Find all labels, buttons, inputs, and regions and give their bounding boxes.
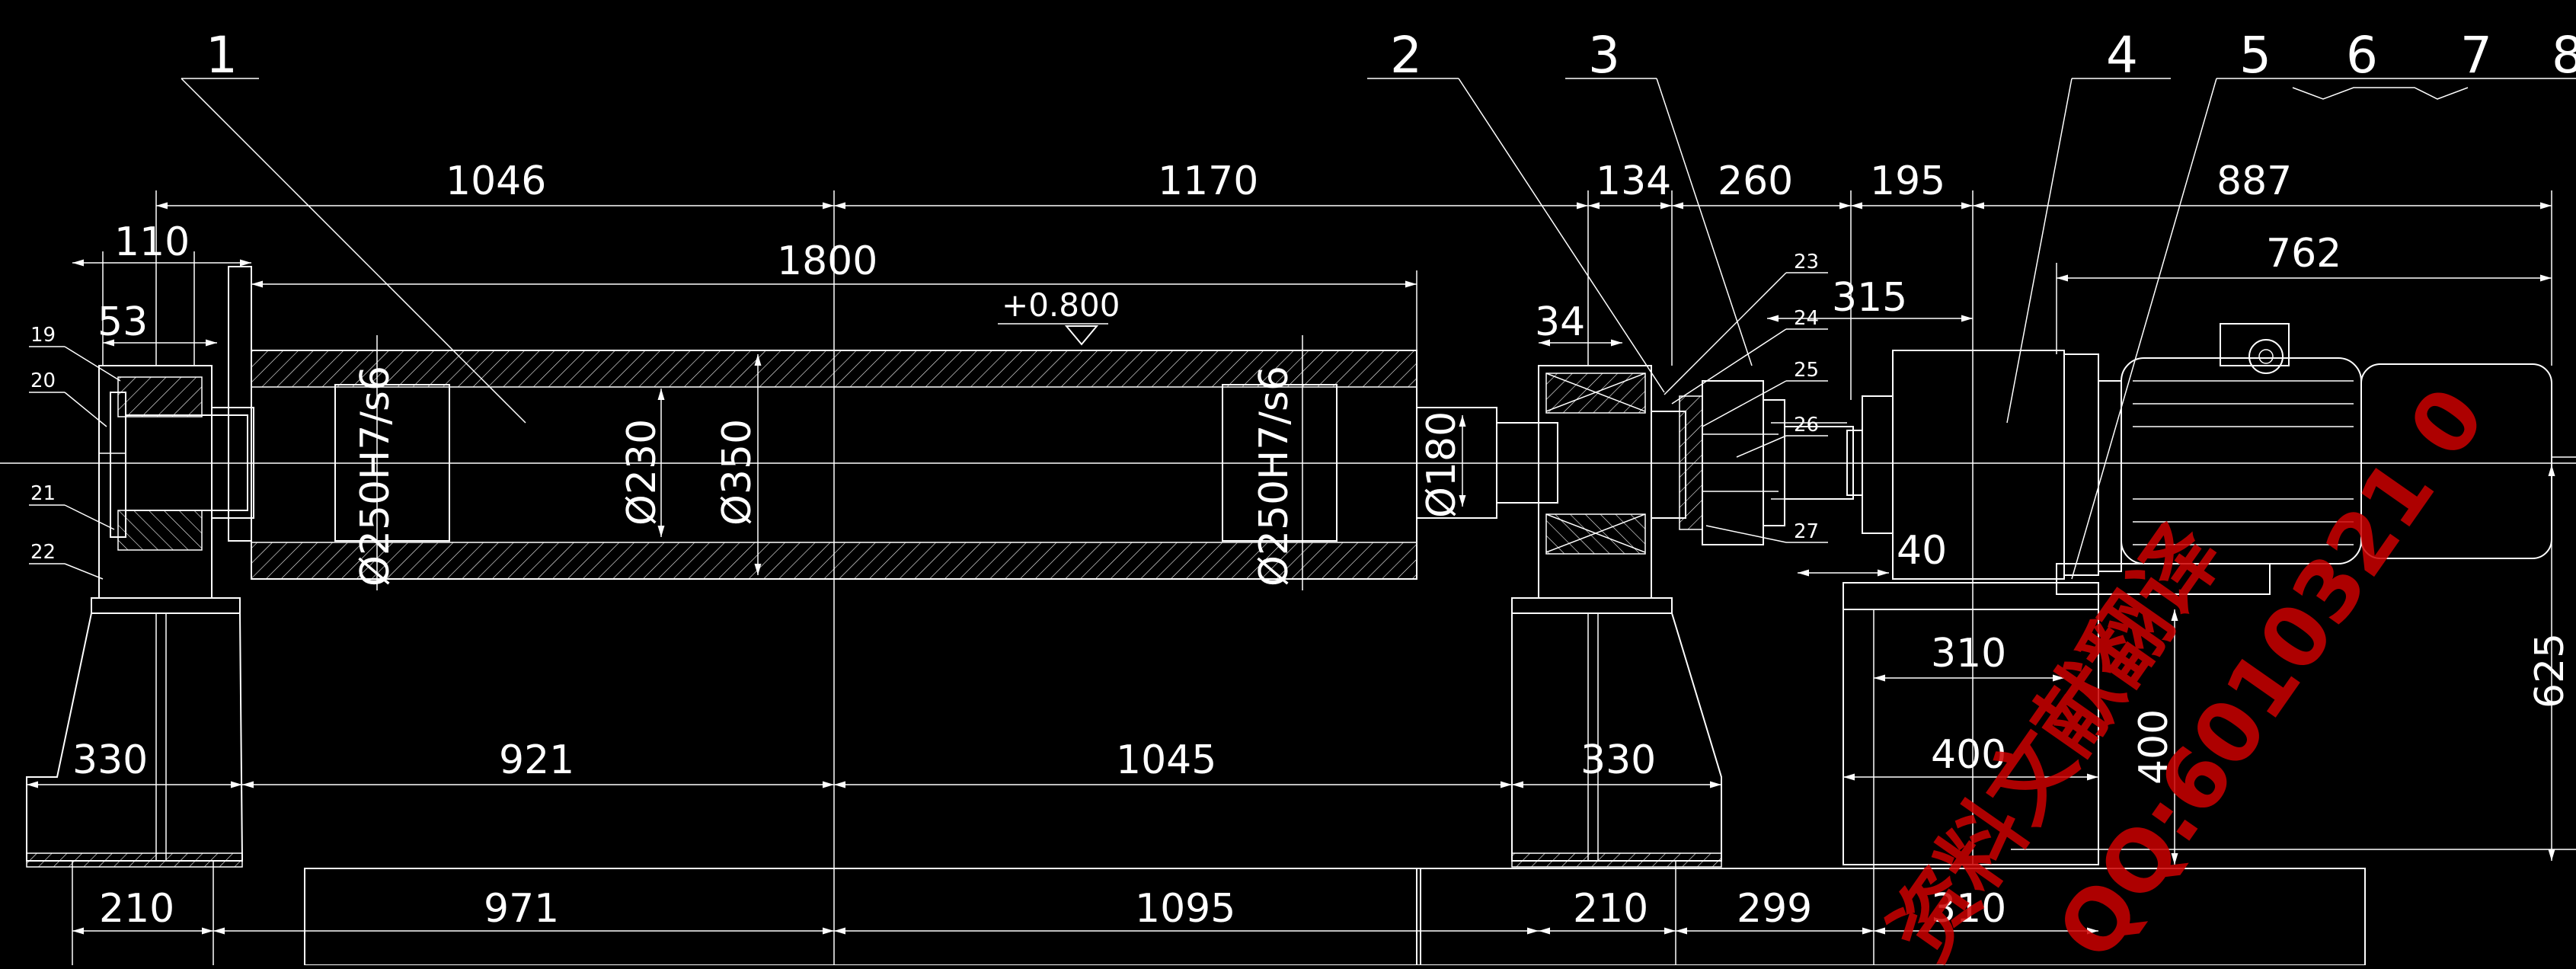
balloon-20: 20	[30, 369, 56, 392]
dia-350: Ø350	[714, 419, 760, 526]
dim-260: 260	[1718, 158, 1793, 204]
dim-330-right: 330	[1580, 737, 1656, 783]
callout-3: 3	[1588, 26, 1620, 85]
dim-210-left: 210	[99, 886, 174, 932]
right-support-stand	[1511, 597, 1722, 868]
dim-34: 34	[1535, 299, 1585, 345]
part-callouts: 1 2 3 4 5 6 7 8	[181, 26, 2576, 580]
callout-5: 5	[2239, 26, 2271, 85]
dim-330-left: 330	[72, 737, 148, 783]
dim-400-vertical: 400	[2131, 709, 2177, 785]
dimension-lines: 1046 1170 134 260 195 887 110 53 1800 76…	[27, 158, 2573, 965]
dim-210-right: 210	[1573, 886, 1648, 932]
dim-40: 40	[1897, 528, 1947, 574]
left-support-stand	[26, 597, 244, 868]
dim-921: 921	[499, 737, 574, 783]
balloon-25: 25	[1794, 359, 1819, 382]
drive-unit	[1763, 323, 2552, 865]
balloon-23: 23	[1794, 251, 1819, 273]
dia-230: Ø230	[619, 419, 665, 526]
callout-1: 1	[206, 26, 238, 85]
callout-7: 7	[2460, 26, 2492, 85]
callout-4: 4	[2106, 26, 2138, 85]
balloon-22: 22	[30, 541, 56, 564]
balloon-21: 21	[30, 482, 56, 505]
callout-8: 8	[2552, 26, 2576, 85]
balloon-26: 26	[1794, 414, 1819, 437]
dim-1046: 1046	[446, 158, 546, 204]
right-shaft-bearing: 23 24 25 26 27	[1416, 251, 1828, 599]
dim-1095: 1095	[1135, 886, 1235, 932]
dim-971: 971	[484, 886, 559, 932]
dim-310-upper: 310	[1931, 631, 2006, 676]
dim-299: 299	[1737, 886, 1812, 932]
balloon-27: 27	[1794, 520, 1819, 543]
dim-110: 110	[114, 219, 190, 265]
dim-134: 134	[1596, 158, 1671, 204]
dim-887: 887	[2216, 158, 2292, 204]
callout-2: 2	[1390, 26, 1422, 85]
left-bearing-housing: 19 20 21 22	[29, 266, 254, 599]
dim-762: 762	[2266, 231, 2341, 277]
dim-195: 195	[1870, 158, 1945, 204]
dim-625: 625	[2527, 633, 2573, 708]
dim-1800: 1800	[777, 238, 877, 284]
roller-drum	[251, 190, 1417, 965]
dim-53: 53	[97, 299, 148, 345]
dim-1045: 1045	[1116, 737, 1216, 783]
callout-6: 6	[2346, 26, 2378, 85]
fit-left: Ø250H7/s6	[353, 366, 398, 587]
tolerance-label: +0.800	[1002, 286, 1120, 324]
dim-400-horizontal: 400	[1931, 732, 2006, 778]
dim-1170: 1170	[1158, 158, 1258, 204]
dia-180: Ø180	[1419, 411, 1465, 518]
balloon-19: 19	[30, 324, 56, 347]
dim-315: 315	[1832, 275, 1907, 321]
fit-right: Ø250H7/s6	[1251, 366, 1297, 587]
dim-310-lower: 310	[1931, 886, 2006, 932]
